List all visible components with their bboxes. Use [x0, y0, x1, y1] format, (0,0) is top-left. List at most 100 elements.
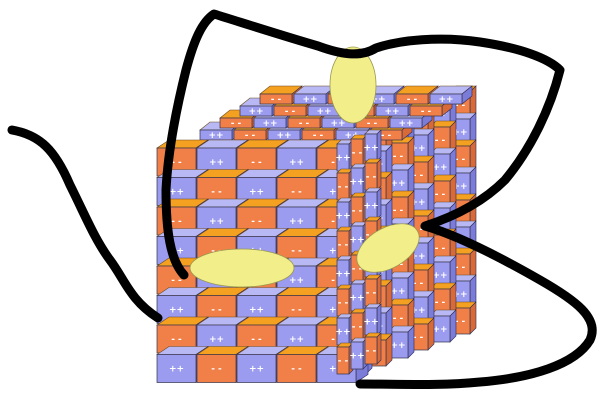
negative-charge-label: - -	[381, 131, 392, 141]
negative-charge-label: - -	[393, 314, 404, 324]
negative-charge-label: - -	[338, 299, 349, 309]
positive-charge-label: ++	[335, 212, 350, 222]
negative-charge-label: - -	[367, 119, 378, 129]
negative-charge-label: - -	[455, 155, 466, 165]
negative-charge-label: - -	[338, 357, 349, 367]
positive-charge-label: ++	[209, 335, 224, 345]
side-cube: ++	[335, 140, 353, 171]
negative-charge-label: - -	[421, 107, 432, 117]
negative-charge-label: - -	[413, 171, 424, 181]
negative-charge-label: - -	[291, 247, 302, 257]
positive-charge-label: ++	[363, 144, 378, 154]
negative-charge-label: - -	[211, 306, 222, 316]
negative-charge-label: - -	[413, 333, 424, 343]
positive-charge-label: ++	[363, 202, 378, 212]
negative-charge-label: - -	[211, 365, 222, 375]
negative-charge-label: - -	[251, 217, 262, 227]
negative-charge-label: - -	[313, 131, 324, 141]
side-cube: ++	[349, 280, 367, 311]
positive-charge-label: ++	[349, 352, 364, 362]
side-cube: ++	[349, 164, 367, 195]
positive-charge-label: ++	[432, 325, 447, 335]
negative-charge-label: - -	[393, 206, 404, 216]
positive-charge-label: ++	[349, 178, 364, 188]
negative-charge-label: - -	[291, 365, 302, 375]
negative-charge-label: - -	[231, 119, 242, 129]
side-cube: ++	[349, 338, 367, 369]
positive-charge-label: ++	[335, 154, 350, 164]
positive-charge-label: ++	[398, 119, 413, 129]
positive-charge-label: ++	[249, 306, 264, 316]
positive-charge-label: ++	[209, 158, 224, 168]
negative-charge-label: - -	[251, 335, 262, 345]
negative-charge-label: - -	[285, 107, 296, 117]
positive-charge-label: ++	[169, 306, 184, 316]
negative-charge-label: - -	[171, 217, 182, 227]
side-cube: ++	[363, 304, 381, 335]
negative-charge-label: - -	[435, 244, 446, 254]
negative-charge-label: - -	[435, 190, 446, 200]
positive-charge-label: ++	[390, 341, 405, 351]
cube-side-face	[377, 333, 381, 364]
negative-charge-label: - -	[407, 95, 418, 105]
negative-charge-label: - -	[435, 298, 446, 308]
side-cube: ++	[363, 188, 381, 219]
side-cube: - -	[365, 275, 381, 306]
positive-charge-label: ++	[363, 318, 378, 328]
negative-charge-label: - -	[245, 131, 256, 141]
left-pore-blob	[190, 249, 294, 287]
negative-charge-label: - -	[251, 158, 262, 168]
positive-charge-label: ++	[349, 294, 364, 304]
negative-charge-label: - -	[455, 317, 466, 327]
positive-charge-label: ++	[302, 95, 317, 105]
positive-charge-label: ++	[169, 365, 184, 375]
negative-charge-label: - -	[299, 119, 310, 129]
positive-charge-label: ++	[432, 271, 447, 281]
cube-side-face	[450, 310, 456, 342]
positive-charge-label: ++	[335, 328, 350, 338]
cube-side-face	[386, 334, 392, 366]
negative-charge-label: - -	[366, 173, 377, 183]
negative-charge-label: - -	[393, 152, 404, 162]
positive-charge-label: ++	[384, 107, 399, 117]
side-cube: ++	[335, 314, 353, 345]
positive-charge-label: ++	[289, 217, 304, 227]
negative-charge-label: - -	[291, 306, 302, 316]
positive-charge-label: ++	[276, 131, 291, 141]
negative-charge-label: - -	[211, 188, 222, 198]
negative-charge-label: - -	[413, 279, 424, 289]
cube-side-face	[377, 159, 381, 190]
positive-charge-label: ++	[169, 188, 184, 198]
positive-charge-label: ++	[390, 287, 405, 297]
positive-charge-label: ++	[248, 107, 263, 117]
positive-charge-label: ++	[335, 270, 350, 280]
positive-charge-label: ++	[289, 335, 304, 345]
side-cube: - -	[365, 333, 381, 364]
positive-charge-label: ++	[262, 119, 277, 129]
positive-charge-label: ++	[289, 276, 304, 286]
positive-charge-label: ++	[208, 131, 223, 141]
negative-charge-label: - -	[291, 188, 302, 198]
negative-charge-label: - -	[171, 335, 182, 345]
negative-charge-label: - -	[352, 207, 363, 217]
positive-charge-label: ++	[289, 158, 304, 168]
negative-charge-label: - -	[366, 347, 377, 357]
negative-charge-label: - -	[338, 241, 349, 251]
positive-charge-label: ++	[390, 179, 405, 189]
positive-charge-label: ++	[316, 107, 331, 117]
negative-charge-label: - -	[435, 136, 446, 146]
negative-charge-label: - -	[352, 323, 363, 333]
cube-side-face	[408, 326, 414, 358]
positive-charge-label: ++	[330, 119, 345, 129]
negative-charge-label: - -	[271, 95, 282, 105]
cube-side-face	[428, 318, 434, 350]
cube-side-face	[377, 275, 381, 306]
side-cube: - -	[365, 159, 381, 190]
negative-charge-label: - -	[366, 289, 377, 299]
side-cube: ++	[335, 198, 353, 229]
positive-charge-label: ++	[249, 188, 264, 198]
negative-charge-label: - -	[455, 263, 466, 273]
positive-charge-label: ++	[249, 365, 264, 375]
positive-charge-label: ++	[438, 95, 453, 105]
